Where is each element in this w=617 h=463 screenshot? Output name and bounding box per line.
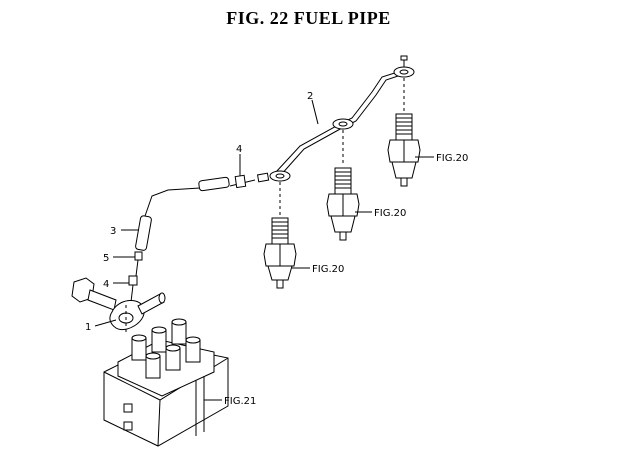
injector-nozzle — [326, 167, 360, 241]
callout-number: 5 — [103, 253, 109, 264]
figure-title: FIG. 22 FUEL PIPE — [226, 8, 391, 28]
figure-reference: FIG.20 — [374, 208, 406, 219]
callout-number: 4 — [236, 144, 242, 155]
fuel-injection-pump — [103, 318, 229, 447]
return-hose — [128, 174, 256, 303]
leader-line — [94, 319, 117, 327]
callout-number: 1 — [85, 322, 91, 333]
callout-number: 2 — [307, 91, 313, 102]
injector-nozzle — [263, 217, 297, 289]
fuel-injection-pipe — [256, 55, 415, 183]
leader-line — [311, 99, 319, 125]
banjo-joint — [71, 277, 166, 334]
figure-reference: FIG.21 — [224, 396, 256, 407]
injector-nozzle — [387, 113, 421, 187]
callout-number: 4 — [103, 279, 109, 290]
figure-reference: FIG.20 — [312, 264, 344, 275]
callout-number: 3 — [110, 226, 116, 237]
figure-reference: FIG.20 — [436, 153, 468, 164]
